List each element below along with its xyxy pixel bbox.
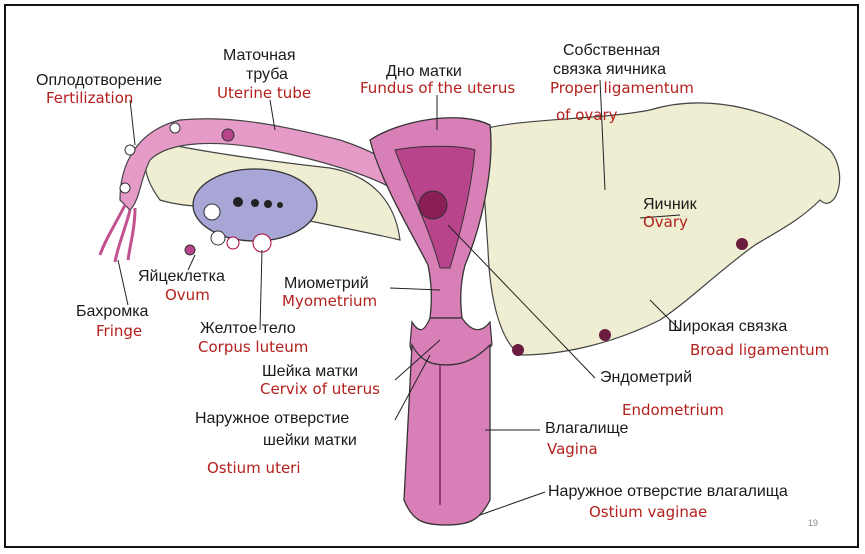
corpus-luteum-label-en: Corpus luteum <box>198 339 308 356</box>
vagina-label-en: Vagina <box>547 441 598 458</box>
ovum-label-ru: Яйцеклетка <box>138 268 225 286</box>
endometrium-label-ru: Эндометрий <box>600 369 692 387</box>
fimbriae <box>100 205 135 262</box>
ostium-vaginae-label-en: Ostium vaginae <box>589 504 707 521</box>
ovary-label-ru: Яичник <box>643 196 697 214</box>
ovary-label-en: Ovary <box>643 214 688 231</box>
uterine-tube-label-ru2: труба <box>246 66 288 84</box>
proper-ligament-label-ru2: связка яичника <box>553 61 666 79</box>
ostium-vaginae-label-ru: Наружное отверстие влагалища <box>548 483 788 501</box>
fertilization-label-ru: Оплодотворение <box>36 72 162 90</box>
myometrium-label-en: Myometrium <box>282 293 377 310</box>
fundus-label-en: Fundus of the uterus <box>360 80 515 97</box>
broad-ligament-label-ru: Широкая связка <box>668 318 787 336</box>
ostium-uteri-label-en: Ostium uteri <box>207 460 301 477</box>
corpus-luteum-label-ru: Желтое тело <box>200 320 296 338</box>
ovum-label-en: Ovum <box>165 287 210 304</box>
uterine-tube-label-en: Uterine tube <box>217 85 311 102</box>
proper-ligament-label-ru1: Собственная <box>563 42 660 60</box>
proper-ligament-label-en1: Proper ligamentum <box>550 80 694 97</box>
fringe-label-ru: Бахромка <box>76 303 148 321</box>
broad-ligament-label-en: Broad ligamentum <box>690 342 829 359</box>
cervix-label-en: Cervix of uterus <box>260 381 380 398</box>
ostium-uteri-label-ru1: Наружное отверстие <box>195 410 349 428</box>
myometrium-label-ru: Миометрий <box>284 275 369 293</box>
ostium-uteri-label-ru2: шейки матки <box>263 432 357 450</box>
fertilization-label-en: Fertilization <box>46 90 133 107</box>
fundus-label-ru: Дно матки <box>386 63 462 81</box>
endometrium-label-en: Endometrium <box>622 402 724 419</box>
vagina <box>404 345 490 525</box>
vagina-label-ru: Влагалище <box>545 420 628 438</box>
proper-ligament-label-en2: of ovary <box>556 107 618 124</box>
page-number: 19 <box>808 518 818 528</box>
cervix-label-ru: Шейка матки <box>262 363 358 381</box>
fringe-label-en: Fringe <box>96 323 142 340</box>
uterine-tube-label-ru1: Маточная <box>223 47 295 65</box>
